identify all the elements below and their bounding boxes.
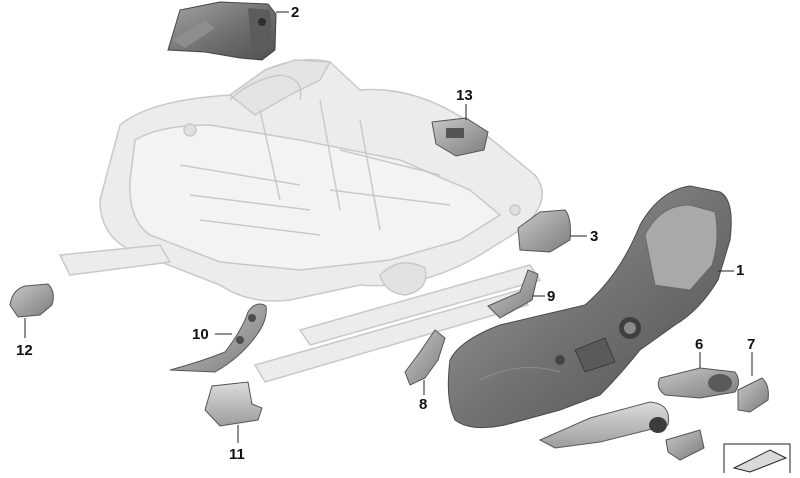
callout-label: 11 xyxy=(229,446,245,463)
callout-label: 8 xyxy=(419,396,428,413)
part-7-cap xyxy=(737,377,769,413)
callout-label: 10 xyxy=(192,326,209,343)
callout-label: 2 xyxy=(291,4,300,21)
part-9-bracket xyxy=(487,269,539,319)
part-10-lever xyxy=(169,303,267,373)
callout-label: 6 xyxy=(695,336,704,353)
callout-label: 9 xyxy=(547,288,556,305)
part-11-clip xyxy=(204,381,263,427)
part-12-end-cap xyxy=(9,283,54,318)
part-6-switch xyxy=(657,367,739,399)
part-1-side-panel xyxy=(447,185,732,429)
callout-label: 12 xyxy=(16,342,33,359)
callout-label: 1 xyxy=(736,262,745,279)
part-3-cover xyxy=(517,209,571,253)
leader-lines xyxy=(24,11,753,443)
part-2-bracket xyxy=(167,1,277,61)
callout-label: 13 xyxy=(456,87,473,104)
part-8-bracket xyxy=(404,329,446,386)
callout-label: 7 xyxy=(747,336,756,353)
callout-label: 3 xyxy=(590,228,599,245)
inset-icon-box xyxy=(723,443,791,475)
seat-frame xyxy=(58,59,543,383)
part-lower-handle xyxy=(538,401,705,461)
